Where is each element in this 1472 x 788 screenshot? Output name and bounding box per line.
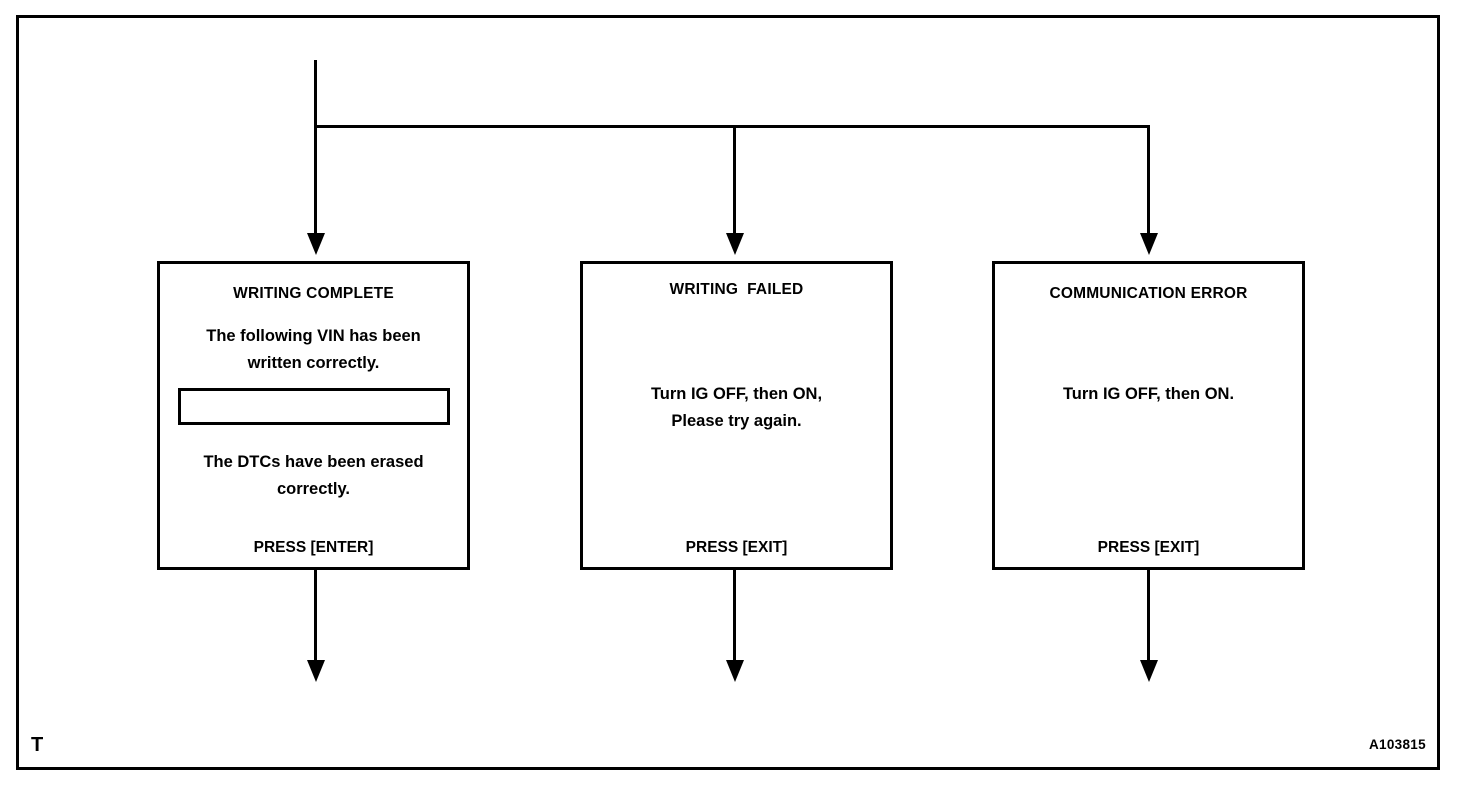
arrow-into-communication-error xyxy=(1140,233,1158,255)
arrow-into-writing-complete xyxy=(307,233,325,255)
box-body-writing-complete-lower: The DTCs have been erased correctly. xyxy=(166,449,461,502)
box-body-writing-failed: Turn IG OFF, then ON, Please try again. xyxy=(589,381,884,434)
body-line-1: The following VIN has been xyxy=(206,327,421,345)
input-stem-line xyxy=(314,60,317,128)
exit-line-communication-error xyxy=(1147,570,1150,662)
box-title-writing-complete: WRITING COMPLETE xyxy=(233,285,394,302)
branch-line-3 xyxy=(1147,125,1150,235)
box-body-writing-complete-upper: The following VIN has been written corre… xyxy=(166,323,461,376)
branch-line-1 xyxy=(314,125,317,235)
body-line-1: Turn IG OFF, then ON, xyxy=(650,385,823,403)
body-line-4: correctly. xyxy=(276,479,351,498)
box-footer-communication-error[interactable]: PRESS [EXIT] xyxy=(1097,539,1200,556)
body-line-3: The DTCs have been erased xyxy=(203,453,424,471)
exit-arrow-communication-error xyxy=(1140,660,1158,682)
body-line-1: Turn IG OFF, then ON. xyxy=(1062,385,1235,403)
exit-line-writing-complete xyxy=(314,570,317,662)
figure-id-label: A103815 xyxy=(1369,737,1426,752)
screen-box-writing-complete: WRITING COMPLETE The following VIN has b… xyxy=(157,261,470,570)
page-border-frame xyxy=(16,15,1440,770)
exit-arrow-writing-failed xyxy=(726,660,744,682)
box-footer-writing-complete[interactable]: PRESS [ENTER] xyxy=(253,539,374,556)
body-line-2: Please try again. xyxy=(671,411,802,430)
screen-box-writing-failed: WRITING FAILED Turn IG OFF, then ON, Ple… xyxy=(580,261,893,570)
box-title-communication-error: COMMUNICATION ERROR xyxy=(1049,285,1248,302)
exit-arrow-writing-complete xyxy=(307,660,325,682)
box-body-communication-error: Turn IG OFF, then ON. xyxy=(1001,381,1296,408)
exit-line-writing-failed xyxy=(733,570,736,662)
vin-input-field[interactable] xyxy=(178,388,450,425)
body-line-2: written correctly. xyxy=(247,353,380,372)
screen-box-communication-error: COMMUNICATION ERROR Turn IG OFF, then ON… xyxy=(992,261,1305,570)
branch-bus-line xyxy=(314,125,1150,128)
arrow-into-writing-failed xyxy=(726,233,744,255)
branch-line-2 xyxy=(733,125,736,235)
box-title-writing-failed: WRITING FAILED xyxy=(669,281,804,298)
box-footer-writing-failed[interactable]: PRESS [EXIT] xyxy=(685,539,788,556)
corner-mark-letter: T xyxy=(31,734,44,756)
